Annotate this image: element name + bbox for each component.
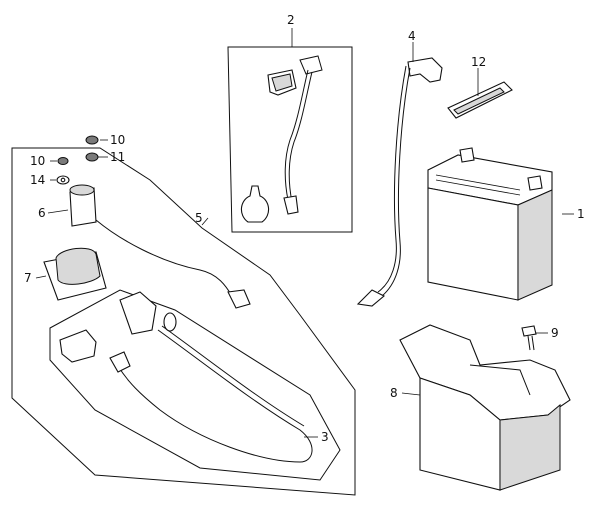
callout-12: 12	[471, 55, 486, 69]
kit-3-outline	[49, 289, 341, 481]
callout-10-upper: 10	[110, 133, 125, 147]
kit-2-outline	[227, 46, 353, 233]
callout-14: 14	[30, 173, 45, 187]
part-7-relay-cover	[43, 247, 107, 301]
callout-4: 4	[408, 29, 416, 43]
part-1-battery	[427, 147, 553, 301]
callout-10-left: 10	[30, 154, 45, 168]
callout-5: 5	[195, 211, 203, 225]
part-9-bolt	[521, 325, 537, 351]
callout-9: 9	[551, 326, 559, 340]
part-2-cable	[240, 55, 323, 223]
fasteners	[56, 135, 99, 185]
part-4-cable	[356, 57, 443, 307]
kit-5-outline	[11, 147, 356, 496]
part-6-relay	[69, 184, 251, 309]
callout-11: 11	[110, 150, 125, 164]
leader-lines	[35, 28, 574, 438]
callout-1: 1	[577, 207, 585, 221]
part-3-cable-set	[59, 291, 313, 463]
callout-6: 6	[38, 206, 46, 220]
callout-8: 8	[390, 386, 398, 400]
callout-3: 3	[321, 430, 329, 444]
part-8-battery-box	[399, 324, 571, 491]
callout-2: 2	[287, 13, 295, 27]
part-12-strap	[447, 81, 513, 119]
callout-7: 7	[24, 271, 32, 285]
